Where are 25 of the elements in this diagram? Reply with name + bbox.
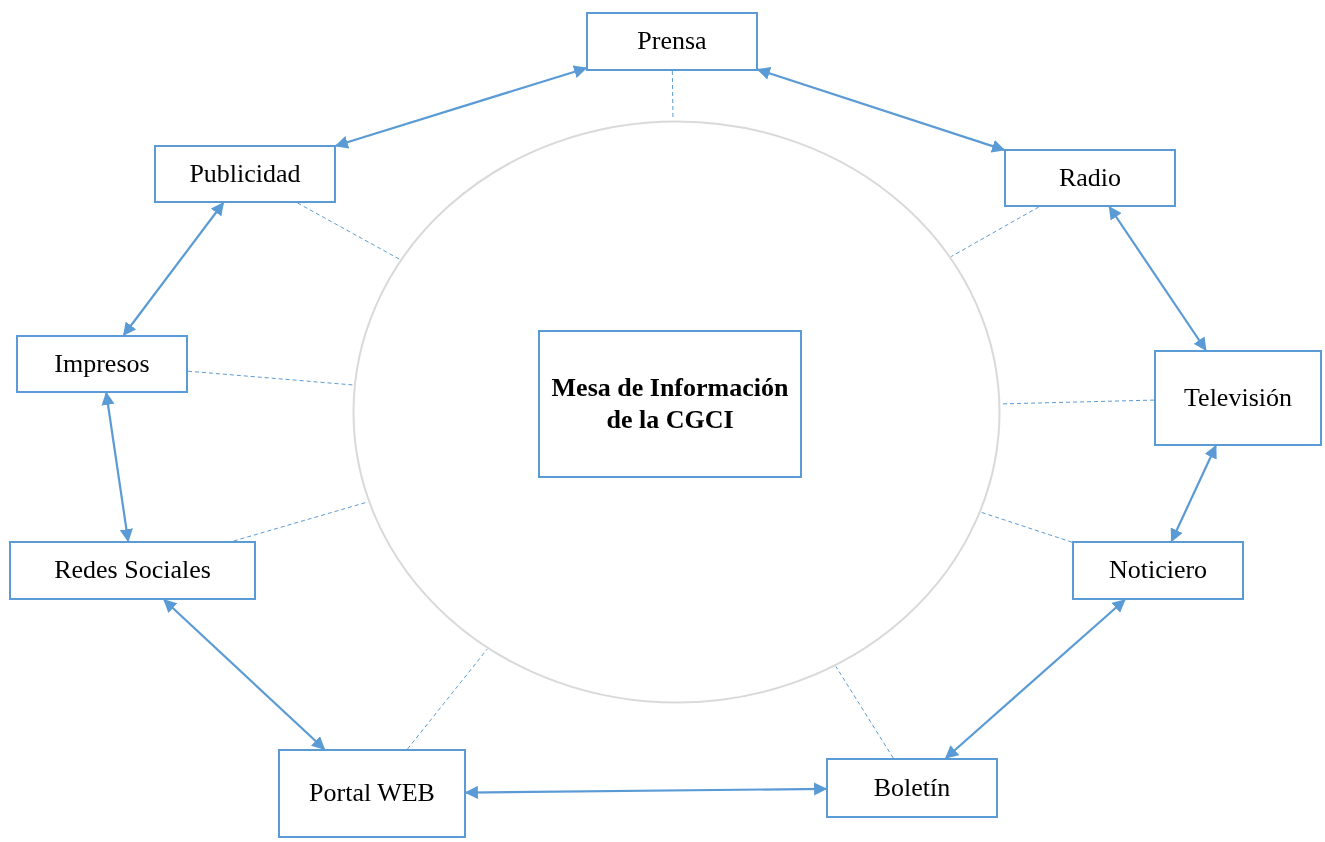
text-box: Impresos: [16, 335, 188, 393]
connector-line: [297, 202, 401, 260]
text-box: Boletín: [826, 758, 998, 818]
arrow: [101, 391, 133, 543]
connector-line: [407, 648, 488, 750]
connector-line: [980, 511, 1073, 543]
text-box: Redes Sociales: [9, 541, 256, 600]
arrow: [334, 65, 588, 149]
arrow: [1108, 205, 1207, 352]
text-box: Televisión: [1154, 350, 1322, 446]
arrow: [944, 599, 1126, 759]
connector-line: [950, 206, 1040, 258]
text-box: Publicidad: [154, 145, 336, 203]
connector-line: [187, 370, 354, 386]
arrow: [163, 599, 326, 750]
connector-line: [835, 665, 894, 759]
text-box: Mesa de Información de la CGCI: [538, 330, 802, 478]
arrow: [122, 201, 225, 337]
connector-line: [1000, 399, 1155, 405]
text-box: Noticiero: [1072, 541, 1244, 600]
text-box: Prensa: [586, 12, 758, 71]
arrow: [1170, 444, 1217, 543]
text-box: Portal WEB: [278, 749, 466, 838]
arrow: [756, 67, 1006, 153]
text-box: Radio: [1004, 149, 1176, 207]
